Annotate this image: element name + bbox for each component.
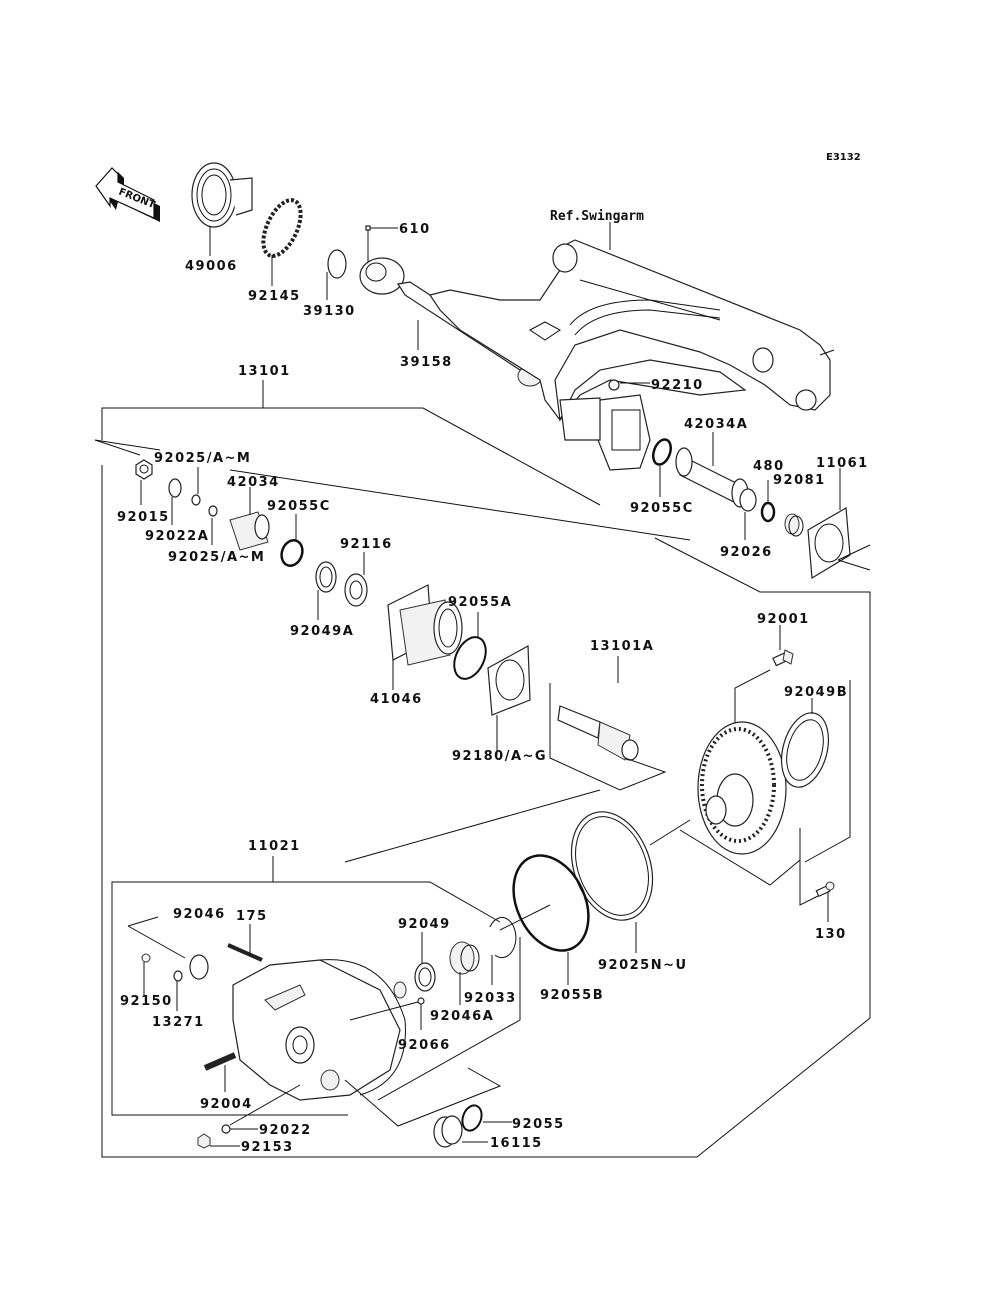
part-13271-washer[interactable] [173,970,183,982]
label-92081: 92081 [773,473,826,488]
part-92055A-oring[interactable] [448,632,492,684]
label-610: 610 [399,222,431,237]
label-92046: 92046 [173,907,226,922]
label-92049A: 92049A [290,624,354,639]
label-92022: 92022 [259,1123,312,1138]
label-92004: 92004 [200,1097,253,1112]
part-92049-collar[interactable] [393,981,407,999]
part-92026-washer[interactable] [739,488,757,512]
label-92180AG: 92180/A~G [452,749,547,764]
label-92049B: 92049B [784,685,848,700]
label-92055: 92055 [512,1117,565,1132]
part-92049B-seal[interactable] [774,708,836,793]
label-39158: 39158 [400,355,453,370]
label-92022A: 92022A [145,529,209,544]
part-92022A-washer[interactable] [168,478,182,498]
part-41046-housing[interactable] [387,584,463,666]
label-11061: 11061 [816,456,869,471]
label-92026: 92026 [720,545,773,560]
label-92001: 92001 [757,612,810,627]
part-92033-circlip[interactable] [489,917,517,959]
part-92049-seal[interactable] [414,962,436,992]
label-11021: 11021 [248,839,301,854]
part-92022-washer[interactable] [221,1124,231,1134]
part-92025N-U-gasket[interactable] [557,800,667,931]
label-13271: 13271 [152,1015,205,1030]
part-92055C-oring-lower[interactable] [278,537,306,568]
label-92116: 92116 [340,537,393,552]
part-13101A-pinion[interactable] [557,705,639,761]
part-92025-washer-top[interactable] [191,494,201,506]
part-39130-clip[interactable] [327,249,347,279]
label-130: 130 [815,927,847,942]
label-41046: 41046 [370,692,423,707]
part-42034A-sleeve[interactable] [675,447,749,508]
label-92046A: 92046A [430,1009,494,1024]
label-92055A: 92055A [448,595,512,610]
label-ref-swingarm: Ref.Swingarm [550,209,644,224]
part-49006-boot[interactable] [191,162,253,228]
label-175: 175 [236,909,268,924]
part-92145-ring[interactable] [256,194,309,261]
part-42034-gear[interactable] [229,511,270,551]
front-arrow-icon: FRONT [95,167,160,222]
label-92145: 92145 [248,289,301,304]
label-92055B: 92055B [540,988,604,1003]
part-92180-shim[interactable] [487,645,531,716]
part-130-bolt[interactable] [815,881,835,898]
part-92046A-bearing[interactable] [449,941,480,975]
label-92055C-lower: 92055C [267,499,331,514]
part-92055-oring[interactable] [459,1103,485,1134]
label-92033: 92033 [464,991,517,1006]
label-42034A: 42034A [684,417,748,432]
part-11021-final-gear-case[interactable] [232,959,406,1101]
part-92015-nut[interactable] [135,459,153,480]
part-92004-stud[interactable] [203,1052,237,1071]
part-92116-bearing[interactable] [344,573,368,607]
part-92025-washer-bottom[interactable] [208,505,218,517]
part-swingarm-reference [429,239,835,471]
label-92025AM-bottom: 92025/A~M [168,550,265,565]
label-42034: 42034 [227,475,280,490]
part-92153-bolt[interactable] [197,1133,211,1149]
label-49006: 49006 [185,259,238,274]
part-480-oring[interactable] [760,501,776,523]
label-92066: 92066 [398,1038,451,1053]
label-92153: 92153 [241,1140,294,1155]
label-92210: 92210 [651,378,704,393]
label-92055C-upper: 92055C [630,501,694,516]
part-ring-gear[interactable] [697,721,787,855]
part-92150-bolt[interactable] [141,953,151,963]
part-175-stud[interactable] [227,943,263,962]
label-39130: 39130 [303,304,356,319]
part-11061-cover[interactable] [807,507,851,580]
part-92001-bolt[interactable] [772,649,794,667]
part-92055C-oring-upper[interactable] [650,437,674,467]
label-13101A: 13101A [590,639,654,654]
part-92055B-oring[interactable] [499,843,603,962]
diagram-code: E3132 [826,152,861,163]
part-92046-bearing[interactable] [189,954,209,980]
part-92081-spring[interactable] [784,513,804,537]
label-16115: 16115 [490,1136,543,1151]
label-480: 480 [753,459,785,474]
label-92049: 92049 [398,917,451,932]
label-92025AM-top: 92025/A~M [154,451,251,466]
label-92015: 92015 [117,510,170,525]
part-92066-pin[interactable] [417,997,425,1005]
part-16115-cap[interactable] [433,1115,463,1148]
label-13101: 13101 [238,364,291,379]
label-92150: 92150 [120,994,173,1009]
label-92025NU: 92025N~U [598,958,688,973]
part-92049A-seal[interactable] [315,561,337,593]
